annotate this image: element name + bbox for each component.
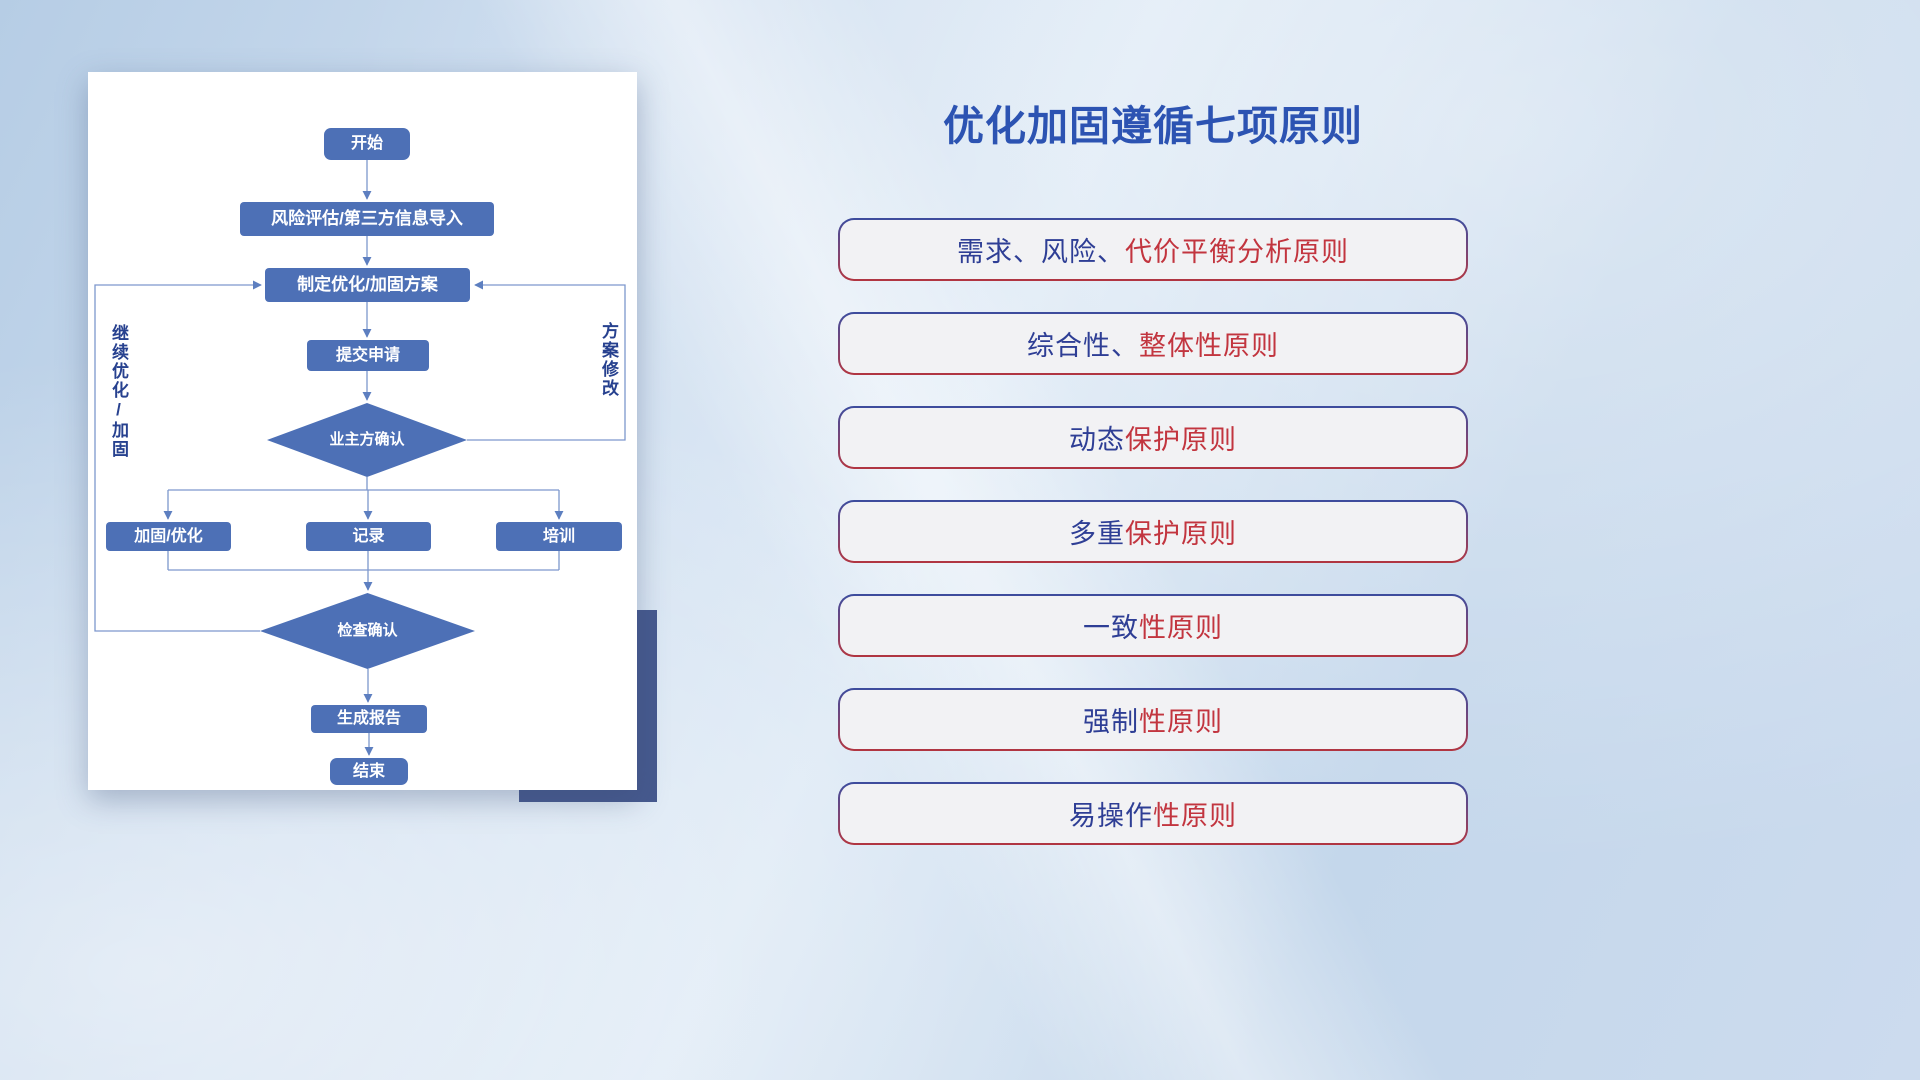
principles-panel: 优化加固遵循七项原则 需求、风险、代价平衡分析原则综合性、整体性原则动态保护原则…	[838, 92, 1468, 845]
principle-text: 代价平衡分析原则	[1125, 237, 1349, 267]
principle-text: 保护原则	[1125, 425, 1237, 455]
flow-node-risk-assessment: 风险评估/第三方信息导入	[240, 202, 494, 236]
flow-label-continue-optimize: 继续优化/加固	[109, 324, 128, 459]
flow-node-generate-report: 生成报告	[311, 705, 427, 733]
principle-text: 需求、风险、	[957, 237, 1125, 267]
principle-text: 动态	[1069, 425, 1125, 455]
flow-node-training: 培训	[496, 522, 622, 551]
page-title: 优化加固遵循七项原则	[943, 103, 1363, 149]
principle-pill: 多重保护原则	[838, 500, 1468, 563]
flow-node-end: 结束	[330, 758, 408, 785]
flow-decision-owner-confirm: 业主方确认	[267, 403, 467, 477]
principle-text: 性原则	[1139, 707, 1223, 737]
flow-node-reinforce-optimize: 加固/优化	[106, 522, 231, 551]
principle-text: 一致	[1083, 613, 1139, 643]
principle-text: 保护原则	[1125, 519, 1237, 549]
principle-text: 强制	[1083, 707, 1139, 737]
principle-pill: 强制性原则	[838, 688, 1468, 751]
flow-node-submit-request: 提交申请	[307, 340, 429, 371]
flowchart-card: 开始 风险评估/第三方信息导入 制定优化/加固方案 提交申请 业主方确认 加固/…	[88, 72, 637, 790]
principles-list: 需求、风险、代价平衡分析原则综合性、整体性原则动态保护原则多重保护原则一致性原则…	[838, 218, 1468, 845]
principle-pill: 易操作性原则	[838, 782, 1468, 845]
principle-text: 综合性、	[1027, 331, 1139, 361]
flow-node-make-plan: 制定优化/加固方案	[265, 268, 470, 302]
principle-text: 多重	[1069, 519, 1125, 549]
principle-text: 性原则	[1139, 613, 1223, 643]
principle-pill: 一致性原则	[838, 594, 1468, 657]
principle-pill: 动态保护原则	[838, 406, 1468, 469]
flowchart: 开始 风险评估/第三方信息导入 制定优化/加固方案 提交申请 业主方确认 加固/…	[88, 72, 637, 790]
principle-pill: 综合性、整体性原则	[838, 312, 1468, 375]
principle-text: 整体性原则	[1139, 331, 1279, 361]
flow-decision-check-confirm: 检查确认	[260, 593, 475, 669]
principle-text: 易操作	[1069, 801, 1153, 831]
principle-pill: 需求、风险、代价平衡分析原则	[838, 218, 1468, 281]
flow-node-start: 开始	[324, 128, 410, 160]
principle-text: 性原则	[1153, 801, 1237, 831]
flow-label-plan-modify: 方案修改	[599, 322, 618, 398]
flow-node-record: 记录	[306, 522, 431, 551]
